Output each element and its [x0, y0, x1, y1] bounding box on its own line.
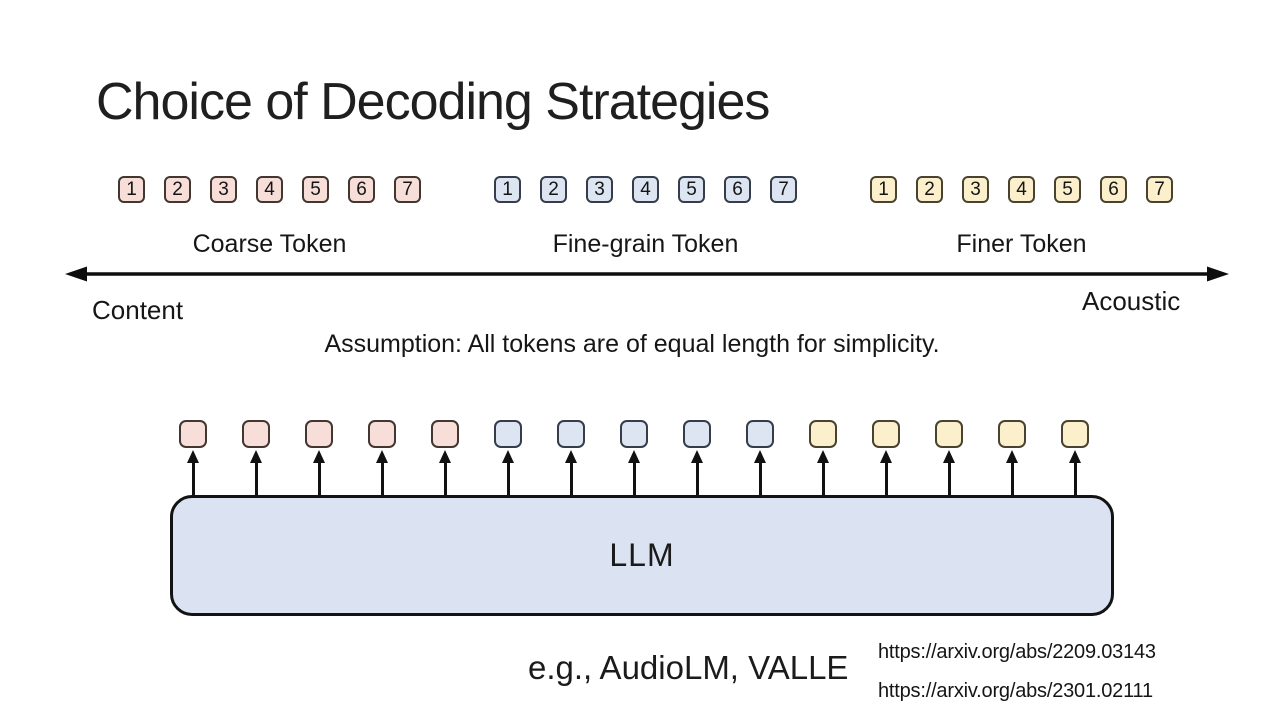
output-token-box [746, 420, 774, 448]
up-arrow-stem [317, 462, 321, 496]
up-arrow-stem [1073, 462, 1077, 496]
output-token-box [431, 420, 459, 448]
token-box-5: 5 [302, 176, 329, 203]
token-box-5: 5 [1054, 176, 1081, 203]
token-box-7: 7 [770, 176, 797, 203]
up-arrow-icon [880, 450, 892, 463]
axis-label-content: Content [92, 295, 184, 325]
examples-caption: e.g., AudioLM, VALLE [528, 649, 849, 686]
token-box-4: 4 [256, 176, 283, 203]
token-box-4: 4 [1008, 176, 1035, 203]
up-arrow-icon [187, 450, 199, 463]
up-arrow-icon [754, 450, 766, 463]
up-arrow-icon [628, 450, 640, 463]
up-arrow-icon [943, 450, 955, 463]
output-token-box [1061, 420, 1089, 448]
up-arrow-stem [254, 462, 258, 496]
up-arrow-icon [691, 450, 703, 463]
token-box-7: 7 [394, 176, 421, 203]
up-arrow-stem [506, 462, 510, 496]
up-arrow-stem [569, 462, 573, 496]
output-token-box [179, 420, 207, 448]
reference-url-2: https://arxiv.org/abs/2301.02111 [878, 680, 1153, 702]
token-box-3: 3 [586, 176, 613, 203]
up-arrow-stem [884, 462, 888, 496]
up-arrow-icon [250, 450, 262, 463]
token-box-1: 1 [494, 176, 521, 203]
content-acoustic-axis-arrow [65, 266, 1229, 282]
llm-box: LLM [170, 495, 1114, 616]
up-arrow-icon [1069, 450, 1081, 463]
up-arrow-icon [376, 450, 388, 463]
token-box-6: 6 [724, 176, 751, 203]
output-token-box [872, 420, 900, 448]
assumption-text: Assumption: All tokens are of equal leng… [324, 330, 940, 358]
reference-links: https://arxiv.org/abs/2209.03143 https:/… [878, 633, 1156, 711]
token-box-1: 1 [118, 176, 145, 203]
token-group-label: Fine-grain Token [552, 230, 739, 258]
token-box-1: 1 [870, 176, 897, 203]
token-box-6: 6 [1100, 176, 1127, 203]
token-box-2: 2 [540, 176, 567, 203]
output-token-box [557, 420, 585, 448]
up-arrow-stem [947, 462, 951, 496]
output-token-box [620, 420, 648, 448]
up-arrow-stem [695, 462, 699, 496]
up-arrow-icon [313, 450, 325, 463]
up-arrow-stem [443, 462, 447, 496]
output-token-box [242, 420, 270, 448]
up-arrow-icon [565, 450, 577, 463]
up-arrow-icon [1006, 450, 1018, 463]
token-box-5: 5 [678, 176, 705, 203]
output-token-box [494, 420, 522, 448]
token-box-4: 4 [632, 176, 659, 203]
up-arrow-stem [821, 462, 825, 496]
token-group-label: Finer Token [956, 230, 1087, 258]
output-token-box [809, 420, 837, 448]
output-token-box [683, 420, 711, 448]
token-box-6: 6 [348, 176, 375, 203]
token-box-3: 3 [210, 176, 237, 203]
up-arrow-stem [1010, 462, 1014, 496]
token-group-label: Coarse Token [192, 230, 347, 258]
axis-label-acoustic: Acoustic [1082, 286, 1181, 316]
up-arrow-stem [380, 462, 384, 496]
token-box-2: 2 [164, 176, 191, 203]
reference-url-1: https://arxiv.org/abs/2209.03143 [878, 641, 1156, 663]
up-arrow-stem [758, 462, 762, 496]
output-token-box [368, 420, 396, 448]
token-box-7: 7 [1146, 176, 1173, 203]
up-arrow-icon [502, 450, 514, 463]
up-arrow-stem [191, 462, 195, 496]
arrowhead-left-icon [65, 266, 87, 282]
output-token-box [935, 420, 963, 448]
output-token-box [998, 420, 1026, 448]
token-box-3: 3 [962, 176, 989, 203]
up-arrow-stem [632, 462, 636, 496]
token-box-2: 2 [916, 176, 943, 203]
up-arrow-icon [439, 450, 451, 463]
output-token-box [305, 420, 333, 448]
llm-label: LLM [609, 537, 675, 573]
arrowhead-right-icon [1207, 266, 1229, 282]
slide-title: Choice of Decoding Strategies [96, 73, 770, 131]
up-arrow-icon [817, 450, 829, 463]
